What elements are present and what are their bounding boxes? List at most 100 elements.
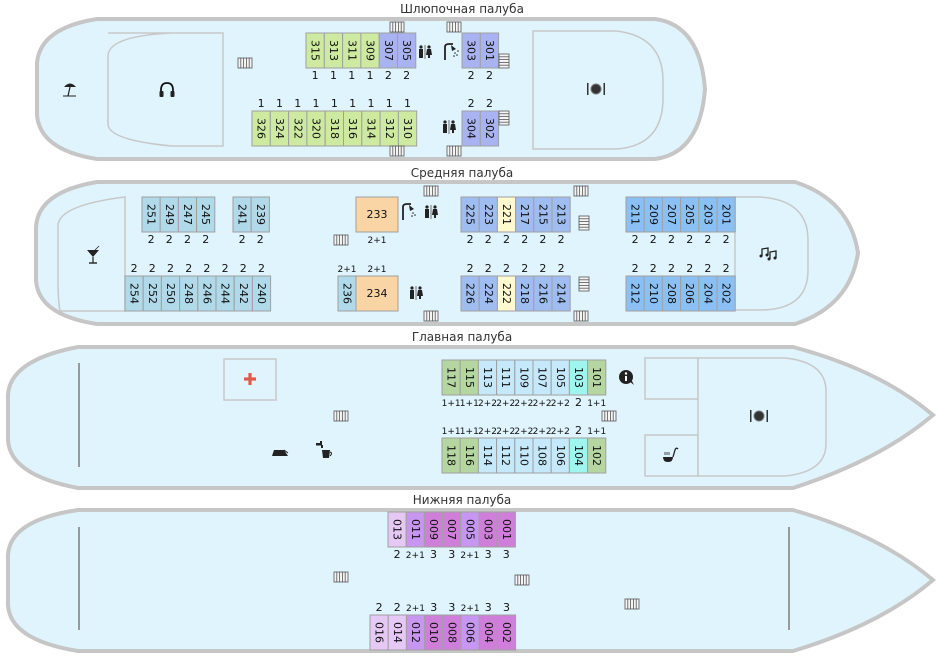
music-salon-room[interactable] [107, 32, 224, 147]
cabin-242[interactable]: 242 [233, 275, 253, 312]
cabin-201[interactable]: 201 [716, 196, 736, 233]
cabin-117[interactable]: 117 [441, 359, 461, 396]
cabin-244[interactable]: 244 [215, 275, 235, 312]
cabin-007[interactable]: 007 [442, 511, 462, 548]
cabin-106[interactable]: 106 [550, 437, 570, 474]
cabin-113[interactable]: 113 [477, 359, 498, 396]
cabin-246[interactable]: 246 [197, 275, 217, 312]
cabin-203[interactable]: 203 [698, 196, 718, 233]
cabin-014[interactable]: 014 [387, 614, 407, 651]
cabin-223[interactable]: 223 [478, 196, 498, 233]
cabin-313[interactable]: 313 [323, 32, 344, 69]
cabin-212[interactable]: 212 [625, 275, 645, 312]
cabin-number: 246 [200, 283, 213, 304]
cabin-101[interactable]: 101 [587, 359, 607, 396]
cabin-302[interactable]: 302 [479, 110, 500, 147]
cabin-315[interactable]: 315 [305, 32, 325, 69]
cabin-217[interactable]: 217 [515, 196, 535, 233]
cabin-222[interactable]: 222 [496, 275, 517, 312]
kitchen-room[interactable] [644, 434, 699, 477]
cabin-207[interactable]: 207 [661, 196, 682, 233]
cabin-208[interactable]: 208 [661, 275, 682, 312]
cabin-233[interactable]: 233 [355, 196, 399, 233]
music-lounge-room[interactable] [734, 196, 809, 311]
cabin-314[interactable]: 314 [361, 110, 381, 147]
cabin-322[interactable]: 322 [288, 110, 308, 147]
cabin-114[interactable]: 114 [477, 437, 498, 474]
cabin-016[interactable]: 016 [369, 614, 389, 651]
cabin-245[interactable]: 245 [196, 196, 216, 233]
medical-room[interactable] [223, 358, 277, 401]
cabin-326[interactable]: 326 [251, 110, 271, 147]
cabin-312[interactable]: 312 [379, 110, 399, 147]
cabin-318[interactable]: 318 [324, 110, 345, 147]
cabin-324[interactable]: 324 [269, 110, 290, 147]
cabin-251[interactable]: 251 [141, 196, 161, 233]
cabin-013[interactable]: 013 [387, 511, 407, 548]
cabin-214[interactable]: 214 [551, 275, 571, 312]
cabin-305[interactable]: 305 [397, 32, 417, 69]
cabin-216[interactable]: 216 [533, 275, 553, 312]
cabin-215[interactable]: 215 [533, 196, 553, 233]
cabin-205[interactable]: 205 [680, 196, 700, 233]
cabin-118[interactable]: 118 [441, 437, 461, 474]
cabin-221[interactable]: 221 [496, 196, 517, 233]
cabin-004[interactable]: 004 [478, 614, 498, 651]
stairs-icon [446, 21, 462, 33]
cabin-003[interactable]: 003 [478, 511, 498, 548]
cabin-316[interactable]: 316 [343, 110, 363, 147]
cabin-103[interactable]: 103 [568, 359, 589, 396]
cabin-224[interactable]: 224 [478, 275, 498, 312]
cabin-254[interactable]: 254 [124, 275, 144, 312]
cabin-204[interactable]: 204 [698, 275, 718, 312]
cabin-239[interactable]: 239 [250, 196, 270, 233]
cabin-115[interactable]: 115 [459, 359, 479, 396]
cabin-210[interactable]: 210 [643, 275, 663, 312]
cabin-211[interactable]: 211 [625, 196, 645, 233]
cabin-218[interactable]: 218 [515, 275, 535, 312]
cabin-001[interactable]: 001 [496, 511, 516, 548]
cabin-111[interactable]: 111 [496, 359, 516, 396]
cabin-234[interactable]: 234 [355, 275, 399, 312]
cabin-309[interactable]: 309 [360, 32, 380, 69]
cabin-010[interactable]: 010 [424, 614, 444, 651]
cabin-225[interactable]: 225 [460, 196, 480, 233]
cabin-105[interactable]: 105 [550, 359, 570, 396]
cabin-108[interactable]: 108 [532, 437, 552, 474]
cabin-209[interactable]: 209 [643, 196, 663, 233]
cabin-320[interactable]: 320 [306, 110, 326, 147]
cabin-011[interactable]: 011 [405, 511, 425, 548]
cabin-012[interactable]: 012 [405, 614, 426, 651]
cabin-226[interactable]: 226 [460, 275, 480, 312]
cabin-248[interactable]: 248 [179, 275, 199, 312]
cabin-006[interactable]: 006 [460, 614, 480, 651]
info-room[interactable] [644, 357, 699, 400]
cabin-213[interactable]: 213 [551, 196, 571, 233]
cabin-109[interactable]: 109 [514, 359, 534, 396]
cabin-303[interactable]: 303 [461, 32, 481, 69]
cabin-116[interactable]: 116 [459, 437, 479, 474]
cabin-102[interactable]: 102 [587, 437, 607, 474]
cabin-304[interactable]: 304 [461, 110, 481, 147]
cabin-005[interactable]: 005 [460, 511, 480, 548]
cabin-241[interactable]: 241 [232, 196, 252, 233]
cabin-249[interactable]: 249 [159, 196, 179, 233]
cabin-009[interactable]: 009 [423, 511, 444, 548]
cabin-002[interactable]: 002 [496, 614, 517, 651]
cabin-107[interactable]: 107 [532, 359, 552, 396]
cabin-206[interactable]: 206 [680, 275, 700, 312]
cabin-112[interactable]: 112 [496, 437, 516, 474]
cabin-104[interactable]: 104 [568, 437, 589, 474]
cabin-247[interactable]: 247 [177, 196, 198, 233]
cabin-236[interactable]: 236 [337, 275, 357, 312]
cabin-252[interactable]: 252 [142, 275, 162, 312]
cabin-307[interactable]: 307 [378, 32, 399, 69]
cabin-202[interactable]: 202 [716, 275, 736, 312]
cabin-301[interactable]: 301 [479, 32, 500, 69]
cabin-250[interactable]: 250 [160, 275, 181, 312]
cabin-110[interactable]: 110 [514, 437, 534, 474]
cabin-240[interactable]: 240 [251, 275, 272, 312]
cabin-311[interactable]: 311 [342, 32, 362, 69]
cabin-008[interactable]: 008 [442, 614, 462, 651]
cabin-310[interactable]: 310 [397, 110, 418, 147]
